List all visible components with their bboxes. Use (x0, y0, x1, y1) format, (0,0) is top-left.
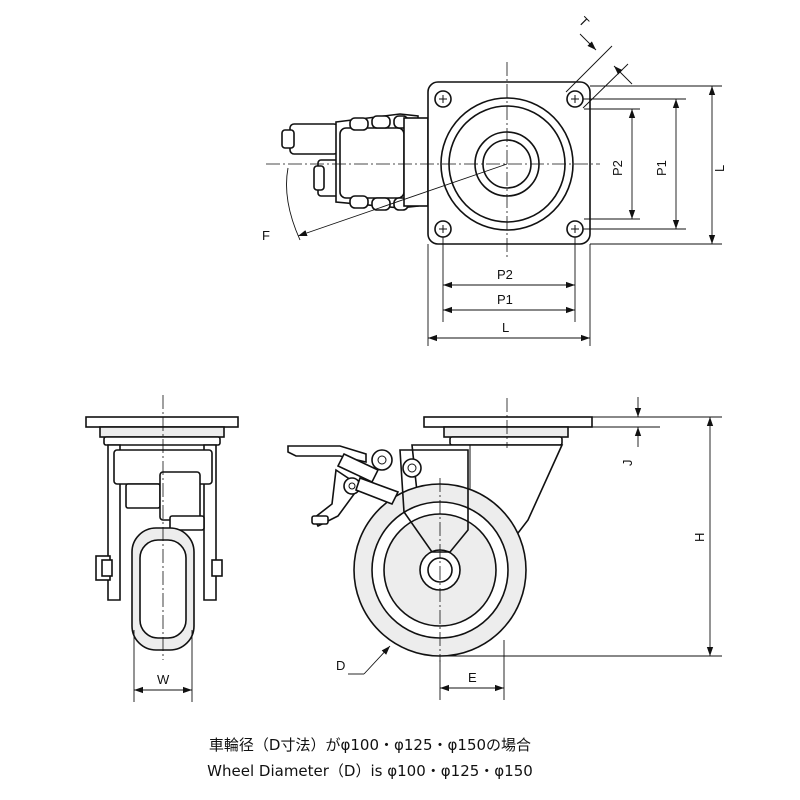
brake-assembly-top (281, 113, 429, 211)
label-H: H (692, 533, 707, 542)
dimension-W: W (133, 630, 193, 702)
front-plate (85, 416, 239, 428)
side-view: J H D E (287, 397, 722, 700)
dimension-bottom-horizontal: P2 P1 L (427, 237, 591, 346)
label-D: D (336, 658, 345, 673)
caption-japanese: 車輪径（D寸法）がφ100・φ125・φ150の場合 (208, 736, 532, 754)
label-P2-right: P2 (610, 160, 625, 176)
label-T: T (576, 14, 592, 30)
label-P1-bottom: P1 (497, 292, 513, 307)
dimension-right-vertical: L P1 P2 (583, 85, 727, 245)
label-L-bottom: L (502, 320, 509, 335)
bolt-holes (434, 90, 584, 238)
label-E: E (468, 670, 477, 685)
dimension-D: D (336, 645, 391, 675)
top-view: F T L P1 P2 (262, 14, 727, 346)
front-view: W (85, 395, 239, 702)
label-W: W (157, 672, 170, 687)
caption-english: Wheel Diameter（D）is φ100・φ125・φ150 (207, 762, 533, 780)
dimension-E: E (439, 640, 505, 700)
label-J: J (620, 460, 635, 467)
label-L-right: L (712, 165, 727, 172)
dimension-F: F (262, 163, 508, 243)
side-plate (423, 416, 593, 428)
label-F: F (262, 228, 270, 243)
dimension-J: J (576, 397, 660, 466)
dimension-H: H (440, 416, 722, 657)
brake-lever (287, 445, 422, 528)
label-P2-bottom: P2 (497, 267, 513, 282)
label-P1-right: P1 (654, 160, 669, 176)
